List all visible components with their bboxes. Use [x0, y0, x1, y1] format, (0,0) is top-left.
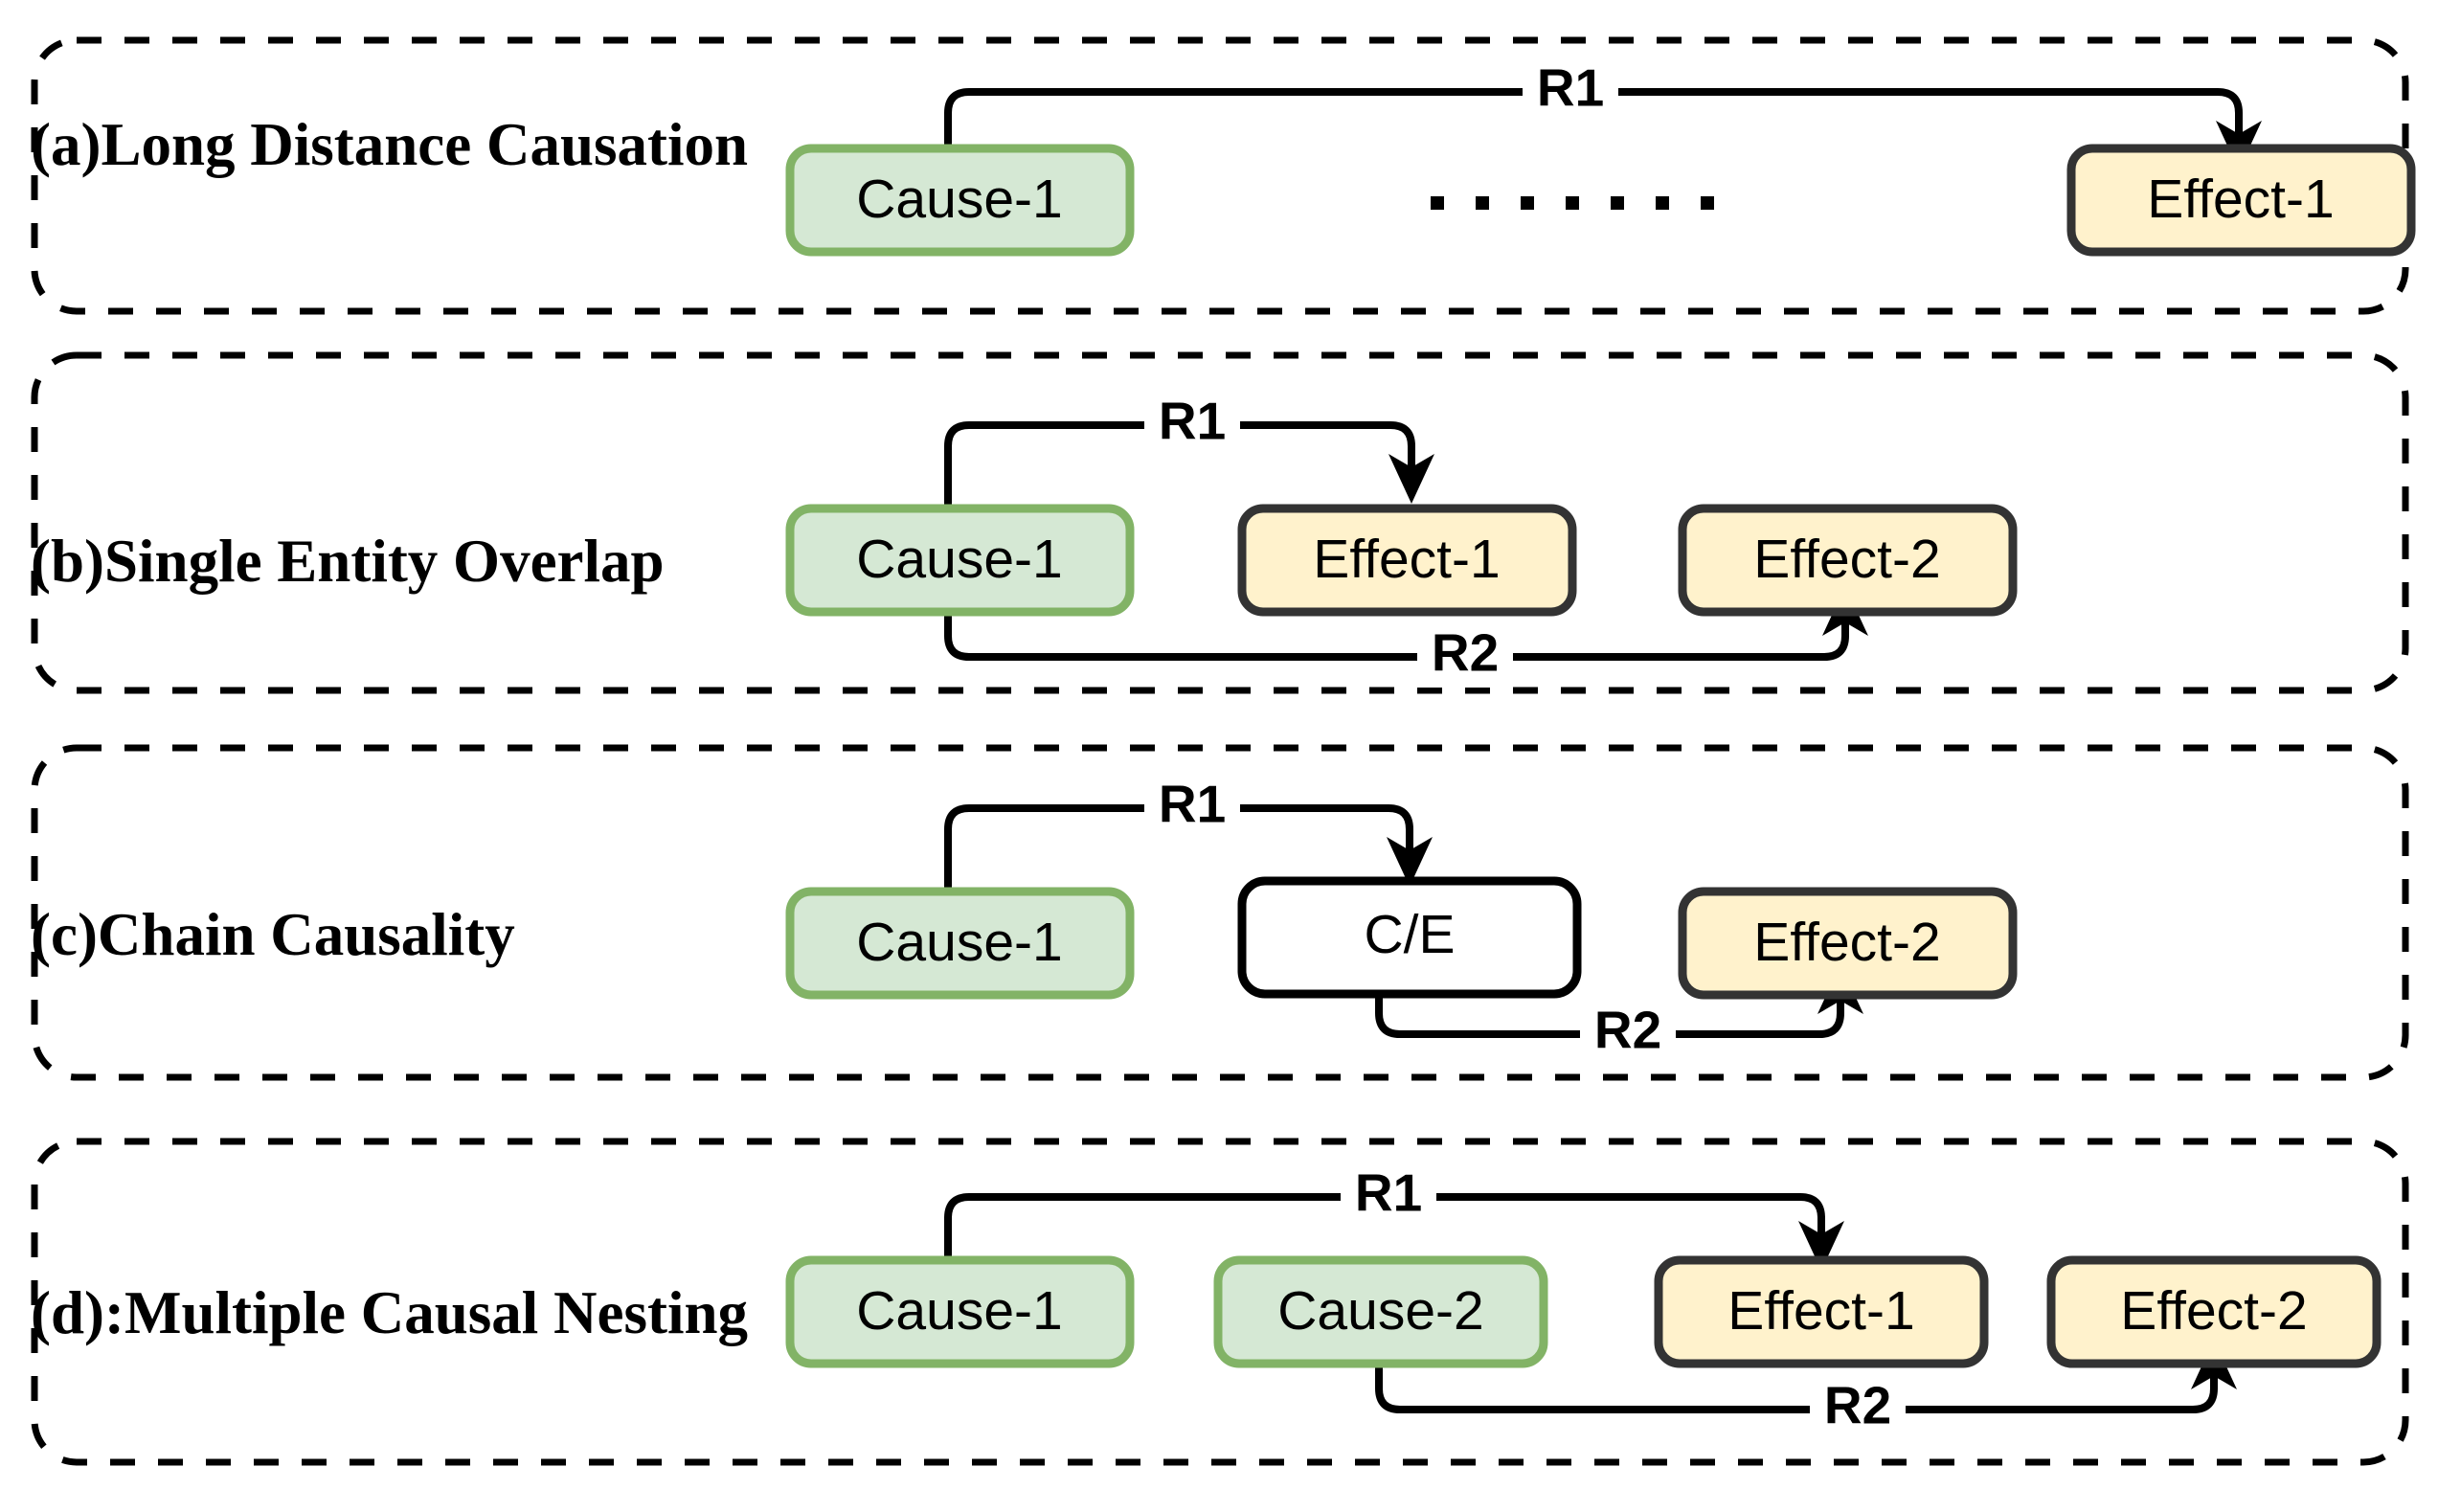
panel-c-node-cause1[interactable]: Cause-1 — [785, 887, 1135, 1000]
panel-a-node-effect1[interactable]: Effect-1 — [2066, 144, 2416, 257]
node-label: Effect-1 — [1313, 529, 1500, 590]
node-label: Cause-2 — [1277, 1280, 1483, 1342]
panel-c-arrowhead-r1 — [1387, 837, 1433, 887]
node-label: Cause-1 — [856, 912, 1062, 973]
panel-b-arrowhead-r1 — [1388, 454, 1434, 504]
node-label: Effect-2 — [1753, 529, 1940, 590]
node-label: Effect-2 — [2120, 1280, 2307, 1342]
panel-b-relation-r2: R2 — [1432, 623, 1499, 683]
panel-b-node-cause1[interactable]: Cause-1 — [785, 504, 1135, 617]
panel-b: (b)Single Entity Overlap R1 R2 Cause-1 E… — [31, 351, 2409, 694]
panel-d-relation-r1: R1 — [1355, 1163, 1422, 1223]
node-label: Effect-1 — [2147, 169, 2334, 230]
panel-d-frame — [31, 1138, 2409, 1466]
panel-c: (c)Chain Causality R1 R2 Cause-1 C/E Eff… — [31, 744, 2409, 1081]
panel-d-node-cause2[interactable]: Cause-2 — [1213, 1255, 1548, 1368]
panel-a-relation-r1: R1 — [1537, 58, 1604, 118]
panel-d-edge-r2 — [1375, 1362, 2218, 1413]
panel-d-arrowhead-r1 — [1798, 1221, 1844, 1271]
panel-c-label: (c)Chain Causality — [31, 901, 515, 968]
node-label: C/E — [1364, 904, 1455, 965]
panel-c-relation-r2: R2 — [1594, 1001, 1661, 1060]
panel-a-node-cause1[interactable]: Cause-1 — [785, 144, 1135, 257]
node-label: Cause-1 — [856, 169, 1062, 230]
panel-b-node-effect1[interactable]: Effect-1 — [1237, 504, 1577, 617]
panel-b-relation-r1: R1 — [1159, 392, 1226, 451]
panel-c-node-effect2[interactable]: Effect-2 — [1678, 887, 2018, 1000]
panel-c-r2-label-bg — [1580, 1002, 1676, 1065]
node-box-effect[interactable] — [2066, 144, 2416, 257]
node-box-effect[interactable] — [1654, 1255, 1989, 1368]
panel-a-r1-label-bg — [1523, 59, 1618, 123]
panel-a-ellipsis — [1431, 196, 1714, 210]
panel-b-node-effect2[interactable]: Effect-2 — [1678, 504, 2018, 617]
panel-b-r2-label-bg — [1417, 624, 1513, 688]
panel-d-label: (d):Multiple Causal Nesting — [31, 1279, 748, 1346]
panel-d-r1-label-bg — [1341, 1164, 1436, 1228]
panel-b-r1-label-bg — [1144, 393, 1240, 456]
panel-c-r1-label-bg — [1144, 776, 1240, 839]
node-box-effect[interactable] — [1678, 887, 2018, 1000]
node-box-effect[interactable] — [1237, 504, 1577, 617]
node-label: Cause-1 — [856, 1280, 1062, 1342]
panel-d-node-cause1[interactable]: Cause-1 — [785, 1255, 1135, 1368]
panel-c-frame — [31, 744, 2409, 1081]
node-box-cause[interactable] — [785, 887, 1135, 1000]
node-box-effect[interactable] — [2046, 1255, 2382, 1368]
panel-d-node-effect2[interactable]: Effect-2 — [2046, 1255, 2382, 1368]
node-label: Effect-2 — [1753, 912, 1940, 973]
panel-c-node-ce[interactable]: C/E — [1237, 876, 1582, 999]
panel-d-r2-label-bg — [1810, 1377, 1906, 1440]
panel-c-relation-r1: R1 — [1159, 775, 1226, 834]
node-label: Effect-1 — [1727, 1280, 1914, 1342]
panel-d: (d):Multiple Causal Nesting R1 R2 Cause-… — [31, 1138, 2409, 1466]
node-label: Cause-1 — [856, 529, 1062, 590]
node-box-cause[interactable] — [785, 144, 1135, 257]
node-box-cause[interactable] — [1213, 1255, 1548, 1368]
node-box-cause[interactable] — [785, 504, 1135, 617]
node-box-cause[interactable] — [785, 1255, 1135, 1368]
panel-b-edge-r2 — [944, 610, 1849, 661]
panel-b-label: (b)Single Entity Overlap — [31, 528, 665, 595]
panel-d-node-effect1[interactable]: Effect-1 — [1654, 1255, 1989, 1368]
panel-d-relation-r2: R2 — [1824, 1376, 1891, 1435]
panel-a-label: (a)Long Distance Causation — [31, 111, 748, 178]
node-box-effect[interactable] — [1678, 504, 2018, 617]
panel-a: (a)Long Distance Causation R1 Cause-1 Ef… — [31, 36, 2416, 315]
node-box-cause-effect[interactable] — [1237, 876, 1582, 999]
